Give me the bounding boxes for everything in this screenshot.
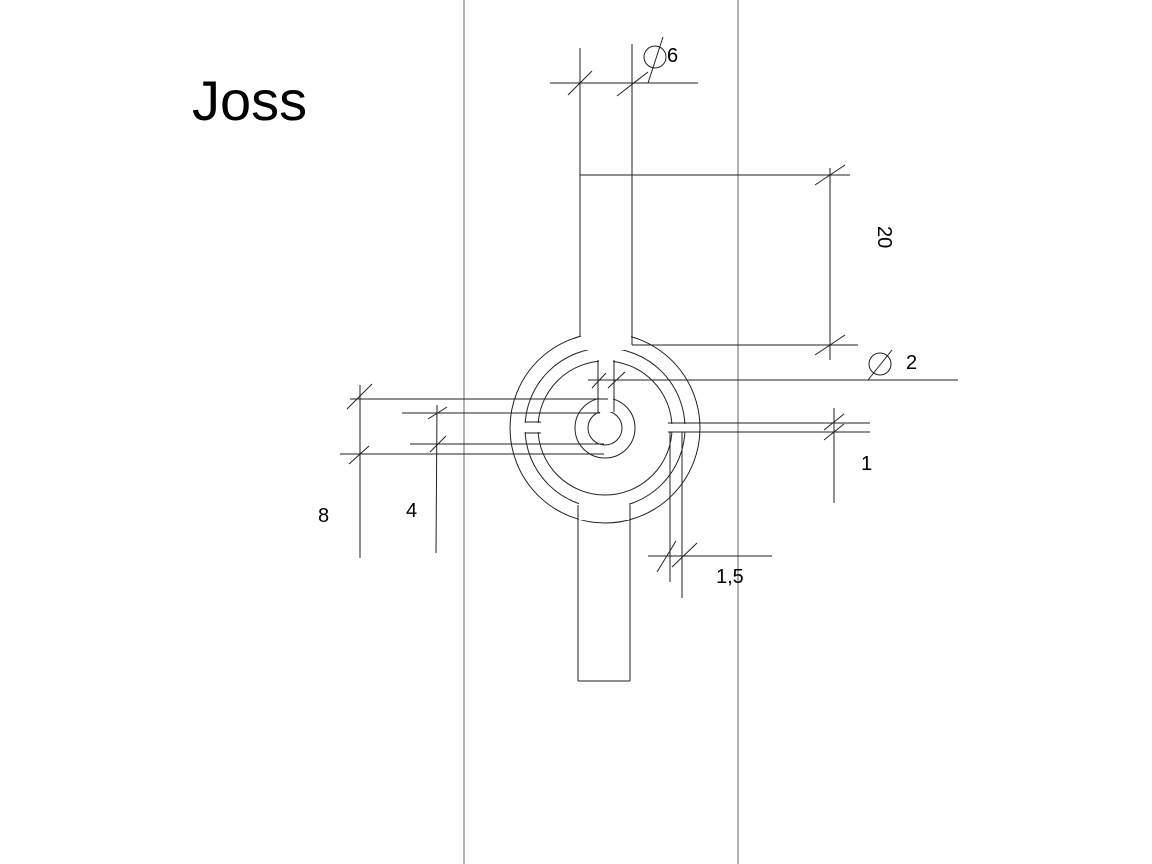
diameter-icon xyxy=(643,45,667,69)
joint-rings xyxy=(509,330,701,524)
dimension-label: 2 xyxy=(906,352,917,374)
dimension-label: 1,5 xyxy=(716,566,744,588)
dimension-label: 4 xyxy=(406,500,417,522)
dimension-outer-width: 8 xyxy=(318,383,608,558)
diameter-icon xyxy=(868,352,892,376)
dimension-label: 1 xyxy=(861,453,872,475)
dimension-right-gap: 1 xyxy=(685,408,872,503)
dimension-inner-width: 4 xyxy=(402,404,604,554)
dimension-label: 6 xyxy=(667,45,678,67)
dimension-bottom-gap: 1,5 xyxy=(648,432,772,598)
dimension-bar-diameter: 6 xyxy=(550,36,698,97)
top-bar xyxy=(579,44,633,345)
dimension-label: 20 xyxy=(873,226,895,248)
dimension-label: 8 xyxy=(318,505,329,527)
bottom-bar xyxy=(577,505,631,682)
center-hole xyxy=(587,410,623,446)
drawing-title: Joss xyxy=(192,69,307,132)
dimension-slot-diameter: 2 xyxy=(588,349,958,389)
dimension-bar-length: 20 xyxy=(580,164,895,360)
